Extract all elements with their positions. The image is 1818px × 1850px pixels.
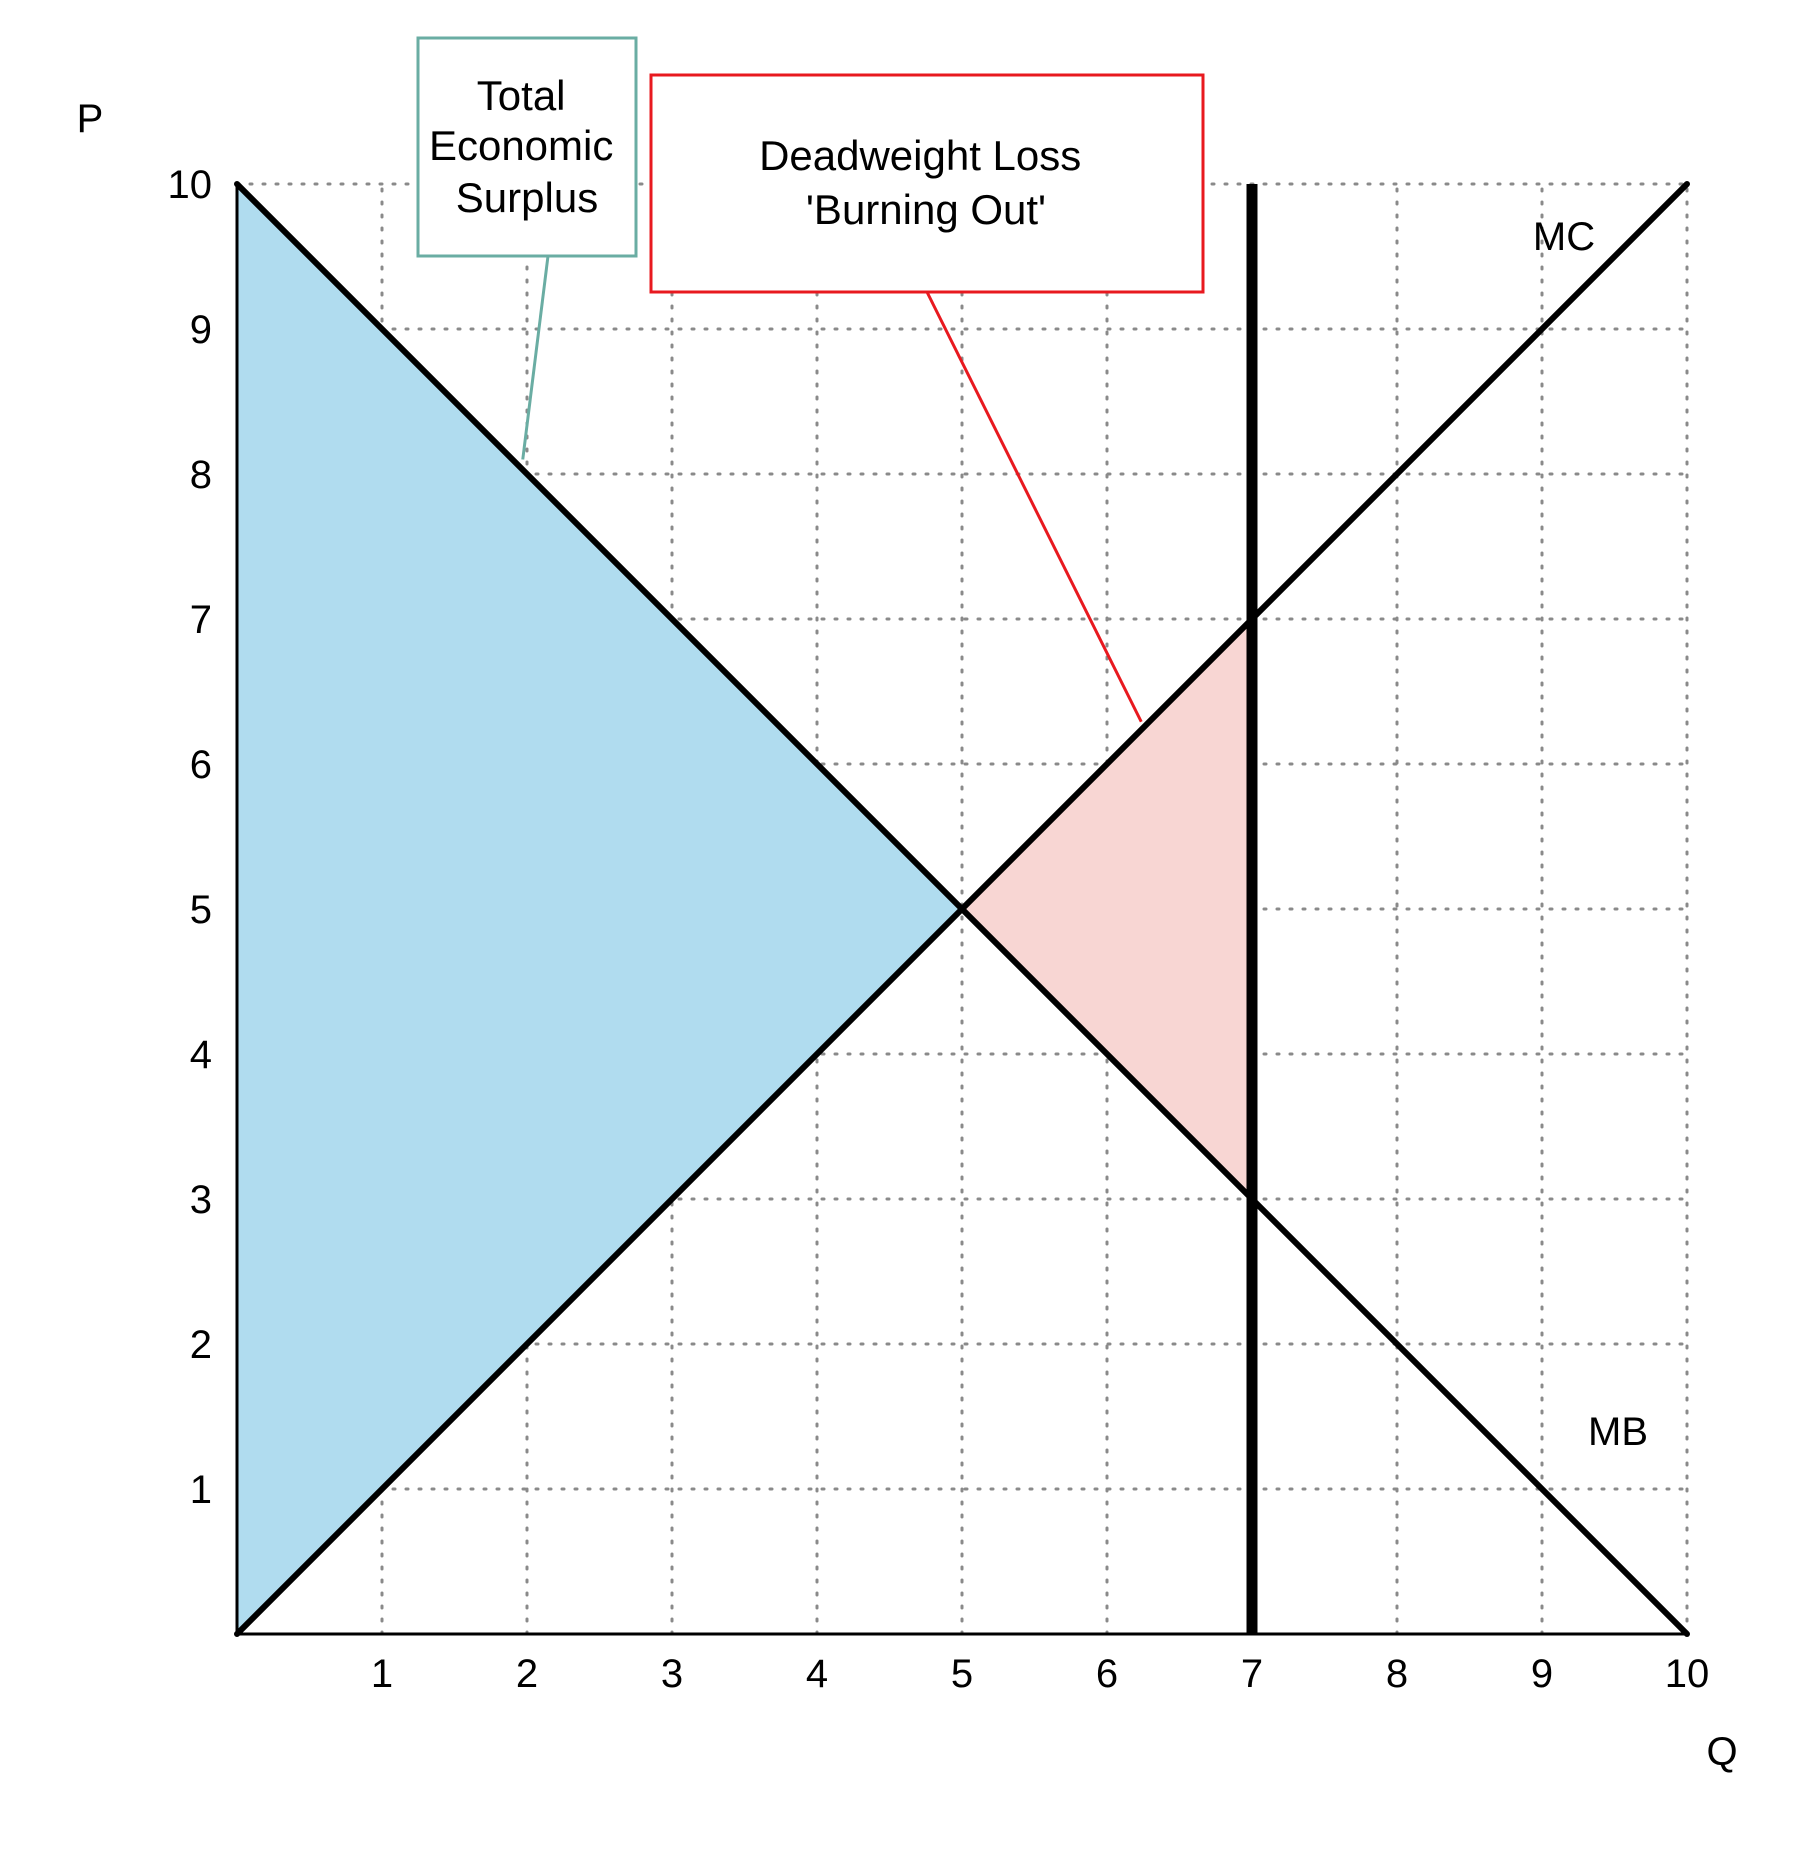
x-tick-label: 7 — [1241, 1652, 1263, 1696]
y-tick-label: 8 — [190, 453, 212, 497]
x-tick-label: 10 — [1665, 1652, 1710, 1696]
total-surplus-line-3: Surplus — [456, 174, 598, 221]
mb-curve-label: MB — [1588, 1410, 1648, 1454]
x-tick-label: 5 — [951, 1652, 973, 1696]
deadweight-loss-callout: Deadweight Loss 'Burning Out' — [649, 73, 1205, 723]
y-tick-label: 10 — [168, 163, 213, 207]
y-tick-label: 1 — [190, 1468, 212, 1512]
deadweight-loss-line-2: 'Burning Out' — [806, 186, 1046, 233]
total-surplus-callout: Total Economic Surplus — [416, 36, 638, 460]
y-tick-label: 4 — [190, 1033, 212, 1077]
mc-curve-label: MC — [1533, 215, 1595, 259]
deadweight-loss-pointer — [925, 291, 1143, 723]
deadweight-loss-box — [649, 73, 1205, 294]
x-tick-label: 8 — [1386, 1652, 1408, 1696]
total-surplus-text: Total Economic Surplus — [429, 72, 625, 221]
total-surplus-area — [235, 182, 964, 1636]
axes — [235, 184, 1687, 1636]
x-tick-label: 2 — [516, 1652, 538, 1696]
y-tick-label: 3 — [190, 1178, 212, 1222]
total-surplus-line-2: Economic — [429, 122, 613, 169]
y-tick-label: 9 — [190, 308, 212, 352]
x-tick-label: 1 — [371, 1652, 393, 1696]
y-axis-title: P — [77, 97, 104, 141]
x-tick-label: 9 — [1531, 1652, 1553, 1696]
curves — [234, 181, 1690, 1637]
x-tick-label: 4 — [806, 1652, 828, 1696]
total-surplus-pointer — [521, 255, 550, 460]
deadweight-loss-text: Deadweight Loss 'Burning Out' — [759, 132, 1093, 233]
deadweight-loss-line-1: Deadweight Loss — [759, 132, 1081, 179]
total-surplus-line-1: Total — [477, 72, 566, 119]
x-axis-title: Q — [1706, 1730, 1737, 1774]
tick-labels: 1 2 3 4 5 6 7 8 9 10 1 2 3 4 5 6 7 8 9 10 — [168, 163, 1710, 1696]
y-tick-label: 2 — [190, 1323, 212, 1367]
x-tick-label: 6 — [1096, 1652, 1118, 1696]
total-surplus-box — [416, 36, 638, 258]
y-tick-label: 5 — [190, 888, 212, 932]
shaded-areas — [235, 182, 1254, 1636]
x-tick-label: 3 — [661, 1652, 683, 1696]
y-tick-label: 6 — [190, 743, 212, 787]
mb-curve — [234, 181, 1690, 1637]
y-tick-label: 7 — [190, 598, 212, 642]
